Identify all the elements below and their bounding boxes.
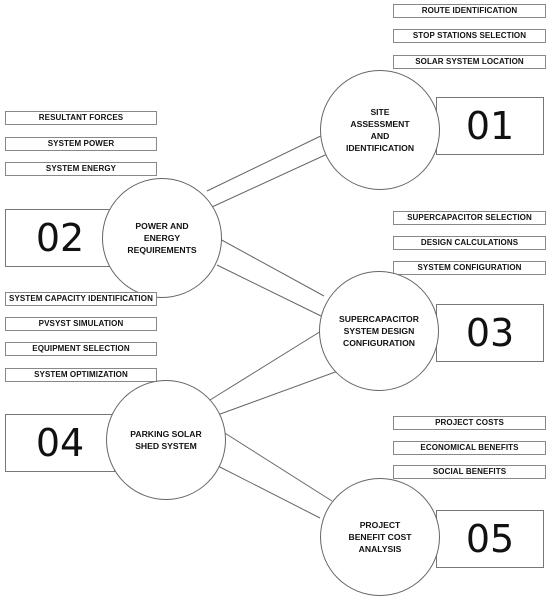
step-title-02-line-3: REQUIREMENTS xyxy=(127,245,197,255)
step-title-03-line-3: CONFIGURATION xyxy=(343,338,415,348)
step-number-05: 05 xyxy=(465,517,515,561)
step-number-04: 04 xyxy=(35,421,85,465)
step-number-01: 01 xyxy=(465,104,515,148)
step-number-box-03: 03 xyxy=(436,304,544,362)
connector-02-03-upper xyxy=(217,237,325,297)
step-01-item: SOLAR SYSTEM LOCATION xyxy=(393,55,546,69)
step-number-03: 03 xyxy=(465,311,515,355)
step-number-box-05: 05 xyxy=(436,510,544,568)
step-title-01-line-1: SITE xyxy=(370,107,390,117)
step-title-05-line-3: ANALYSIS xyxy=(358,544,402,554)
step-title-04-line-2: SHED SYSTEM xyxy=(135,441,197,451)
step-number-02: 02 xyxy=(35,216,85,260)
step-02-item: SYSTEM ENERGY xyxy=(5,162,157,176)
step-number-box-04: 04 xyxy=(5,414,115,472)
step-circle-02: POWER AND ENERGY REQUIREMENTS xyxy=(102,178,222,298)
step-title-05-line-1: PROJECT xyxy=(359,520,401,530)
step-title-04-line-1: PARKING SOLAR xyxy=(130,429,202,439)
connector-01-02-upper xyxy=(206,130,332,192)
step-title-01-line-4: IDENTIFICATION xyxy=(345,143,415,153)
step-title-02-line-2: ENERGY xyxy=(143,233,181,243)
step-title-03-line-2: SYSTEM DESIGN xyxy=(343,326,415,336)
step-04-item: SYSTEM OPTIMIZATION xyxy=(5,368,157,382)
step-circle-03: SUPERCAPACITOR SYSTEM DESIGN CONFIGURATI… xyxy=(319,271,439,391)
connector-04-05-upper xyxy=(219,429,333,502)
step-circle-05: PROJECT BENEFIT COST ANALYSIS xyxy=(320,478,440,596)
step-circle-01: SITE ASSESSMENT AND IDENTIFICATION xyxy=(320,70,440,190)
step-04-item: PVSYST SIMULATION xyxy=(5,317,157,331)
connector-01-02-lower xyxy=(211,149,337,208)
step-title-03-line-1: SUPERCAPACITOR xyxy=(339,314,419,324)
step-circle-04: PARKING SOLAR SHED SYSTEM xyxy=(106,380,226,500)
step-03-item: DESIGN CALCULATIONS xyxy=(393,236,546,250)
step-05-item: PROJECT COSTS xyxy=(393,416,546,430)
step-05-item: SOCIAL BENEFITS xyxy=(393,465,546,479)
step-02-item: SYSTEM POWER xyxy=(5,137,157,151)
step-number-box-02: 02 xyxy=(5,209,115,267)
connector-03-04-lower xyxy=(211,370,339,418)
step-01-item: ROUTE IDENTIFICATION xyxy=(393,4,546,18)
step-01-item: STOP STATIONS SELECTION xyxy=(393,29,546,43)
step-title-02-line-1: POWER AND xyxy=(135,221,189,231)
step-04-item: EQUIPMENT SELECTION xyxy=(5,342,157,356)
step-04-item: SYSTEM CAPACITY IDENTIFICATION xyxy=(5,292,157,306)
step-02-item: RESULTANT FORCES xyxy=(5,111,157,125)
step-title-01-line-3: AND xyxy=(370,131,390,141)
connector-02-03-lower xyxy=(216,264,322,317)
step-title-01-line-2: ASSESSMENT xyxy=(350,119,410,129)
step-05-item: ECONOMICAL BENEFITS xyxy=(393,441,546,455)
step-03-item: SYSTEM CONFIGURATION xyxy=(393,261,546,275)
step-title-05-line-2: BENEFIT COST xyxy=(348,532,412,542)
step-number-box-01: 01 xyxy=(436,97,544,155)
step-03-item: SUPERCAPACITOR SELECTION xyxy=(393,211,546,225)
connector-04-05-lower xyxy=(215,464,321,519)
connector-03-04-upper xyxy=(209,322,335,401)
